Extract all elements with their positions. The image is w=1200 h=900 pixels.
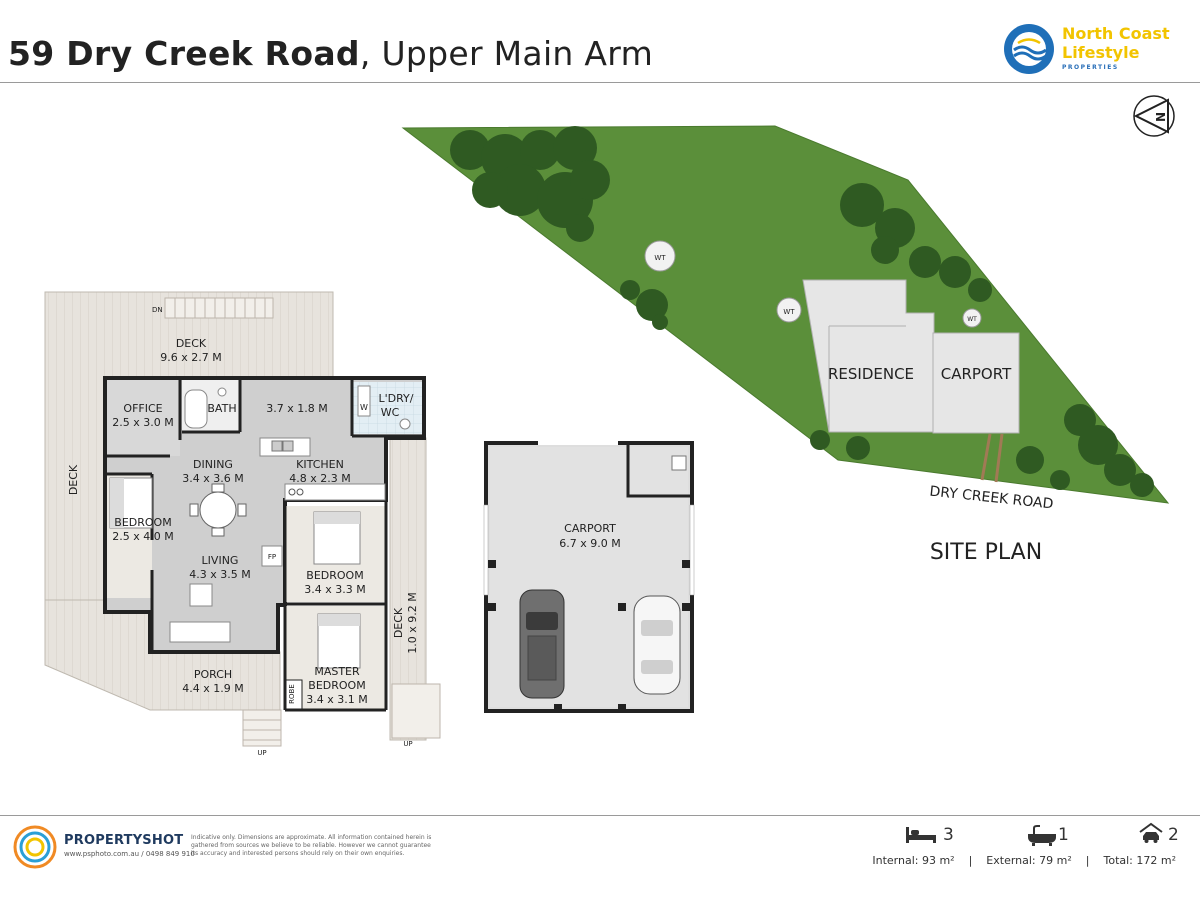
up-left-label: UP — [257, 749, 266, 757]
road-label: DRY CREEK ROAD — [929, 484, 1054, 513]
deck-right-dims: 1.0 x 9.2 M — [406, 592, 419, 653]
north-label: N — [1154, 112, 1168, 122]
hall-dims: 3.7 x 1.8 M — [266, 402, 327, 415]
address-area: Upper Main Arm — [381, 34, 654, 73]
bed-icon — [906, 827, 936, 843]
office-name: OFFICE — [123, 402, 162, 415]
address-road: 59 Dry Creek Road — [8, 34, 360, 73]
kitchen-name: KITCHEN — [296, 458, 344, 471]
page-title: 59 Dry Creek Road, Upper Main Arm — [8, 34, 653, 73]
car-sedan — [633, 595, 681, 695]
floor-plan: DECK 9.6 x 2.7 M DN DECK OFFICE 2.5 x 3.… — [44, 291, 441, 757]
robe-label: ROBE — [288, 684, 296, 704]
propertyshot-contact: www.psphoto.com.au / 0498 849 910 — [64, 850, 195, 858]
bedroom-left-dims: 2.5 x 4.0 M — [112, 530, 173, 543]
laundry-line2: WC — [381, 406, 400, 419]
deck-dn-label: DN — [152, 306, 163, 314]
agency-logo — [1004, 24, 1054, 74]
deck-right-name: DECK — [392, 607, 405, 638]
dining-name: DINING — [193, 458, 233, 471]
car-icon — [1139, 822, 1163, 843]
car-count: 2 — [1168, 825, 1179, 845]
laundry-line1: L'DRY/ — [379, 392, 414, 405]
water-tank-2: WT — [783, 308, 795, 316]
living-name: LIVING — [202, 554, 239, 567]
water-tank-3: WT — [967, 316, 977, 323]
porch-name: PORCH — [194, 668, 232, 681]
car-suv — [519, 589, 565, 699]
dining-dims: 3.4 x 3.6 M — [182, 472, 243, 485]
site-carport-label: CARPORT — [941, 365, 1012, 383]
bath-label: BATH — [207, 402, 236, 415]
trees — [450, 126, 1154, 497]
agency-name-line3: PROPERTIES — [1062, 64, 1119, 71]
carport-plan-dims: 6.7 x 9.0 M — [559, 537, 620, 550]
total-area: Total: 172 m² — [1103, 854, 1176, 867]
stairs-top — [164, 297, 274, 319]
area-separator-1: | — [968, 854, 973, 867]
bedroom-mid-dims: 3.4 x 3.3 M — [304, 583, 365, 596]
footer-divider — [0, 815, 1200, 816]
agency-name-line1: North Coast — [1062, 24, 1170, 43]
address-sep: , — [359, 34, 371, 73]
propertyshot-logo-icon — [13, 825, 57, 869]
compass-north-icon: N — [1133, 95, 1175, 137]
porch-dims: 4.4 x 1.9 M — [182, 682, 243, 695]
deck-left-label: DECK — [67, 464, 80, 495]
site-residence-label: RESIDENCE — [828, 365, 914, 383]
up-right-label: UP — [403, 740, 412, 748]
disclaimer: Indicative only. Dimensions are approxim… — [191, 834, 432, 857]
external-area: External: 79 m² — [986, 854, 1072, 867]
kitchen-dims: 4.8 x 2.3 M — [289, 472, 350, 485]
internal-area: Internal: 93 m² — [872, 854, 955, 867]
master-line2: BEDROOM — [308, 679, 365, 692]
living-dims: 4.3 x 3.5 M — [189, 568, 250, 581]
office-dims: 2.5 x 3.0 M — [112, 416, 173, 429]
bedroom-left-name: BEDROOM — [114, 516, 171, 529]
master-line1: MASTER — [314, 665, 360, 678]
bedroom-mid-name: BEDROOM — [306, 569, 363, 582]
water-tank-1: WT — [654, 254, 666, 262]
deck-top-name: DECK — [176, 337, 207, 350]
fireplace-label: FP — [268, 553, 276, 561]
site-plan-title: SITE PLAN — [930, 540, 1042, 565]
master-dims: 3.4 x 3.1 M — [306, 693, 367, 706]
bath-icon — [1028, 825, 1056, 846]
agency-name-line2: Lifestyle — [1062, 43, 1140, 62]
washer-label: W — [360, 403, 368, 412]
area-summary: Internal: 93 m² | External: 79 m² | Total: 1… — [872, 854, 1176, 867]
carport-plan: CARPORT 6.7 x 9.0 M — [483, 441, 695, 713]
bath-count: 1 — [1058, 825, 1069, 845]
bed-count: 3 — [943, 825, 954, 845]
area-separator-2: | — [1085, 854, 1090, 867]
header-divider — [0, 82, 1200, 83]
carport-plan-name: CARPORT — [564, 522, 616, 535]
propertyshot-brand: PROPERTYSHOT — [64, 833, 184, 848]
deck-top-dims: 9.6 x 2.7 M — [160, 351, 221, 364]
